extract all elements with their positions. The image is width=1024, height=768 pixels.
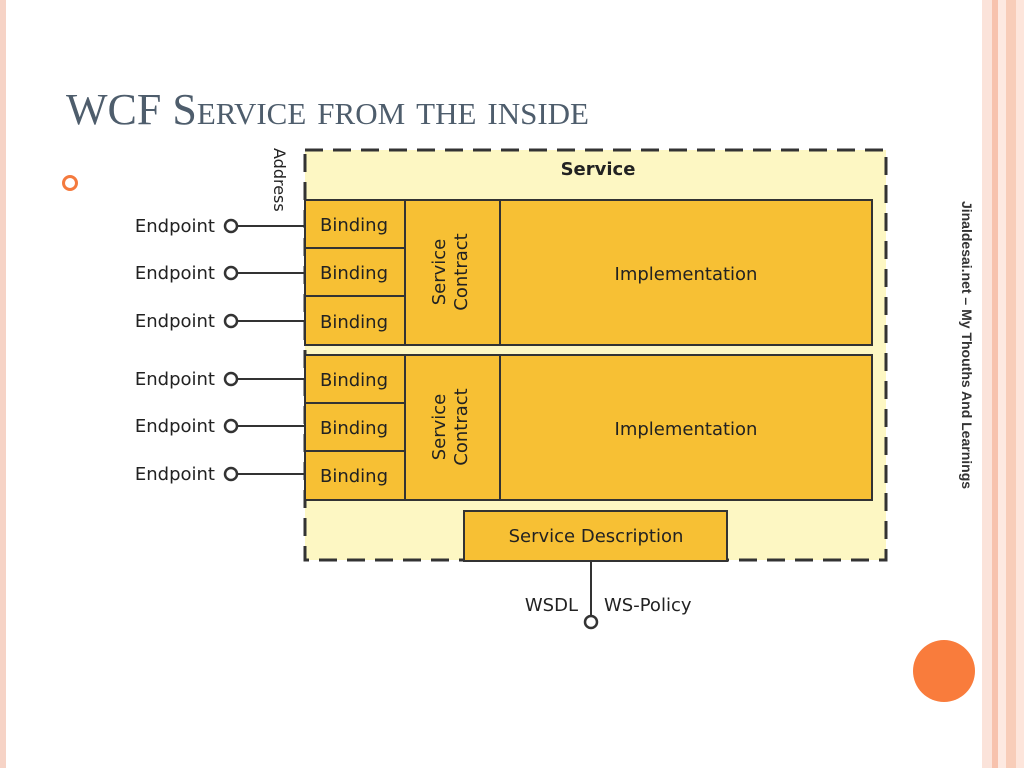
endpoint-label: Endpoint [135, 216, 215, 237]
endpoint-circle-icon [223, 371, 239, 387]
contract-line-1: Service [429, 394, 450, 461]
endpoint-row: Endpoint [135, 311, 305, 332]
endpoint-row: Endpoint [135, 216, 305, 237]
service-label: Service [561, 159, 636, 180]
endpoint-circle-icon [223, 466, 239, 482]
endpoint-row: Endpoint [135, 369, 305, 390]
contract-line-1: Service [429, 239, 450, 306]
endpoint-label: Endpoint [135, 311, 215, 332]
service-contract-label: Service Contract [429, 388, 472, 465]
endpoint-circle-icon [223, 218, 239, 234]
wsdl-label: WSDL [525, 595, 578, 616]
binding-box [304, 402, 406, 452]
wsdl-endpoint-circle-icon [583, 614, 599, 630]
binding-label: Binding [320, 418, 388, 439]
endpoint-label: Endpoint [135, 369, 215, 390]
address-label: Address [270, 148, 289, 212]
slide-title: WCF Service from the inside [66, 85, 589, 134]
service-description-label: Service Description [509, 526, 684, 547]
bullet-icon [62, 175, 78, 191]
orange-circle-decoration [913, 640, 975, 702]
endpoint-circle-icon [223, 313, 239, 329]
binding-label: Binding [320, 215, 388, 236]
binding-box [304, 354, 406, 404]
implementation-box [499, 199, 873, 346]
endpoint-row: Endpoint [135, 416, 305, 437]
endpoint-row: Endpoint [135, 263, 305, 284]
binding-label: Binding [320, 466, 388, 487]
endpoint-row: Endpoint [135, 464, 305, 485]
binding-box [304, 450, 406, 501]
right-border-stripes [982, 0, 1024, 768]
binding-label: Binding [320, 370, 388, 391]
left-border [0, 0, 6, 768]
service-description-box [463, 510, 728, 562]
implementation-label: Implementation [615, 419, 758, 440]
endpoint-circle-icon [223, 265, 239, 281]
contract-line-2: Contract [451, 388, 472, 465]
contract-box [404, 199, 501, 346]
implementation-label: Implementation [615, 264, 758, 285]
contract-line-2: Contract [451, 233, 472, 310]
binding-box [304, 295, 406, 346]
binding-label: Binding [320, 263, 388, 284]
endpoint-label: Endpoint [135, 263, 215, 284]
implementation-box [499, 354, 873, 501]
vertical-footer-text: Jinaldesai.net – My Thouths And Learning… [959, 200, 975, 490]
endpoint-label: Endpoint [135, 464, 215, 485]
endpoint-label: Endpoint [135, 416, 215, 437]
contract-box [404, 354, 501, 501]
ws-policy-label: WS-Policy [604, 595, 692, 616]
service-contract-label: Service Contract [429, 233, 472, 310]
endpoint-circle-icon [223, 418, 239, 434]
binding-label: Binding [320, 312, 388, 333]
